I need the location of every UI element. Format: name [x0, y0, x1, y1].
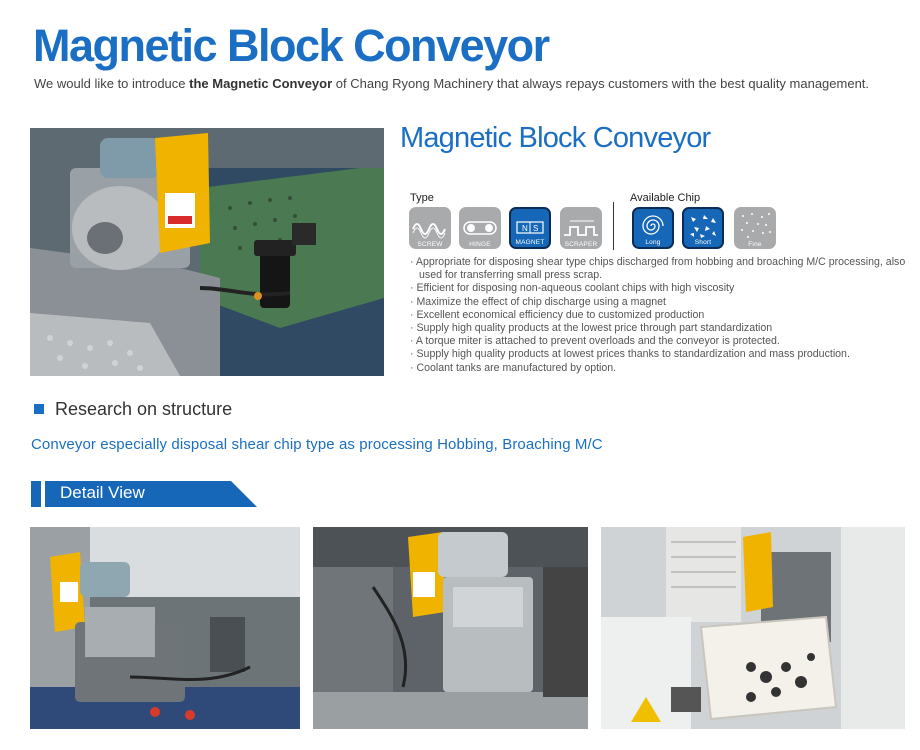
feature-list: Appropriate for disposing shear type chi…	[410, 256, 910, 375]
feature-item: A torque miter is attached to prevent ov…	[410, 335, 910, 348]
intro-highlight: the Magnetic Conveyor	[189, 76, 333, 91]
type-caption: HINGE	[469, 241, 491, 248]
type-caption: SCRAPER	[564, 241, 598, 248]
feature-item: Appropriate for disposing shear type chi…	[410, 256, 910, 282]
divider	[613, 202, 614, 250]
detail-view-banner	[31, 481, 257, 507]
product-title: Magnetic Block Conveyor	[400, 122, 711, 154]
chip-short: Short	[682, 207, 724, 249]
detail-photo-1	[30, 527, 300, 729]
available-chip-label: Available Chip	[630, 192, 701, 204]
hinge-icon	[463, 221, 497, 235]
main-product-photo	[30, 128, 384, 376]
short-chip-icon	[690, 215, 716, 238]
type-hinge: HINGE	[459, 207, 501, 249]
chip-caption: Fine	[748, 241, 762, 248]
type-screw: SCREW	[409, 207, 451, 249]
type-caption: SCREW	[417, 241, 443, 248]
chip-caption: Long	[645, 239, 661, 246]
long-chip-icon	[642, 215, 664, 235]
type-label: Type	[410, 192, 434, 204]
intro-text: We would like to introduce the Magnetic …	[34, 76, 869, 91]
research-heading: Research on structure	[34, 399, 232, 420]
svg-text:S: S	[533, 224, 538, 233]
feature-item: Excellent economical efficiency due to c…	[410, 309, 910, 322]
type-caption: MAGNET	[515, 239, 545, 246]
fine-chip-icon	[741, 213, 771, 238]
scraper-icon	[564, 220, 598, 236]
research-heading-text: Research on structure	[55, 399, 233, 419]
feature-item: Supply high quality products at lowest p…	[410, 348, 910, 361]
intro-suffix: of Chang Ryong Machinery that always rep…	[332, 76, 870, 91]
svg-text:N: N	[522, 224, 528, 233]
chip-caption: Short	[694, 239, 712, 246]
page-title: Magnetic Block Conveyor	[33, 20, 550, 71]
chip-fine: Fine	[734, 207, 776, 249]
detail-photo-3	[601, 527, 905, 729]
feature-item: Efficient for disposing non-aqueous cool…	[410, 282, 910, 295]
intro-prefix: We would like to introduce	[34, 76, 190, 91]
type-scraper: SCRAPER	[560, 207, 602, 249]
feature-item: Supply high quality products at the lowe…	[410, 322, 910, 335]
bullet-square-icon	[34, 404, 44, 414]
detail-photo-2	[313, 527, 588, 729]
chip-long: Long	[632, 207, 674, 249]
feature-item: Maximize the effect of chip discharge us…	[410, 296, 910, 309]
detail-view-label: Detail View	[60, 483, 145, 502]
feature-item: Coolant tanks are manufactured by option…	[410, 362, 910, 375]
screw-icon	[412, 223, 446, 239]
research-text: Conveyor especially disposal shear chip …	[31, 436, 603, 453]
